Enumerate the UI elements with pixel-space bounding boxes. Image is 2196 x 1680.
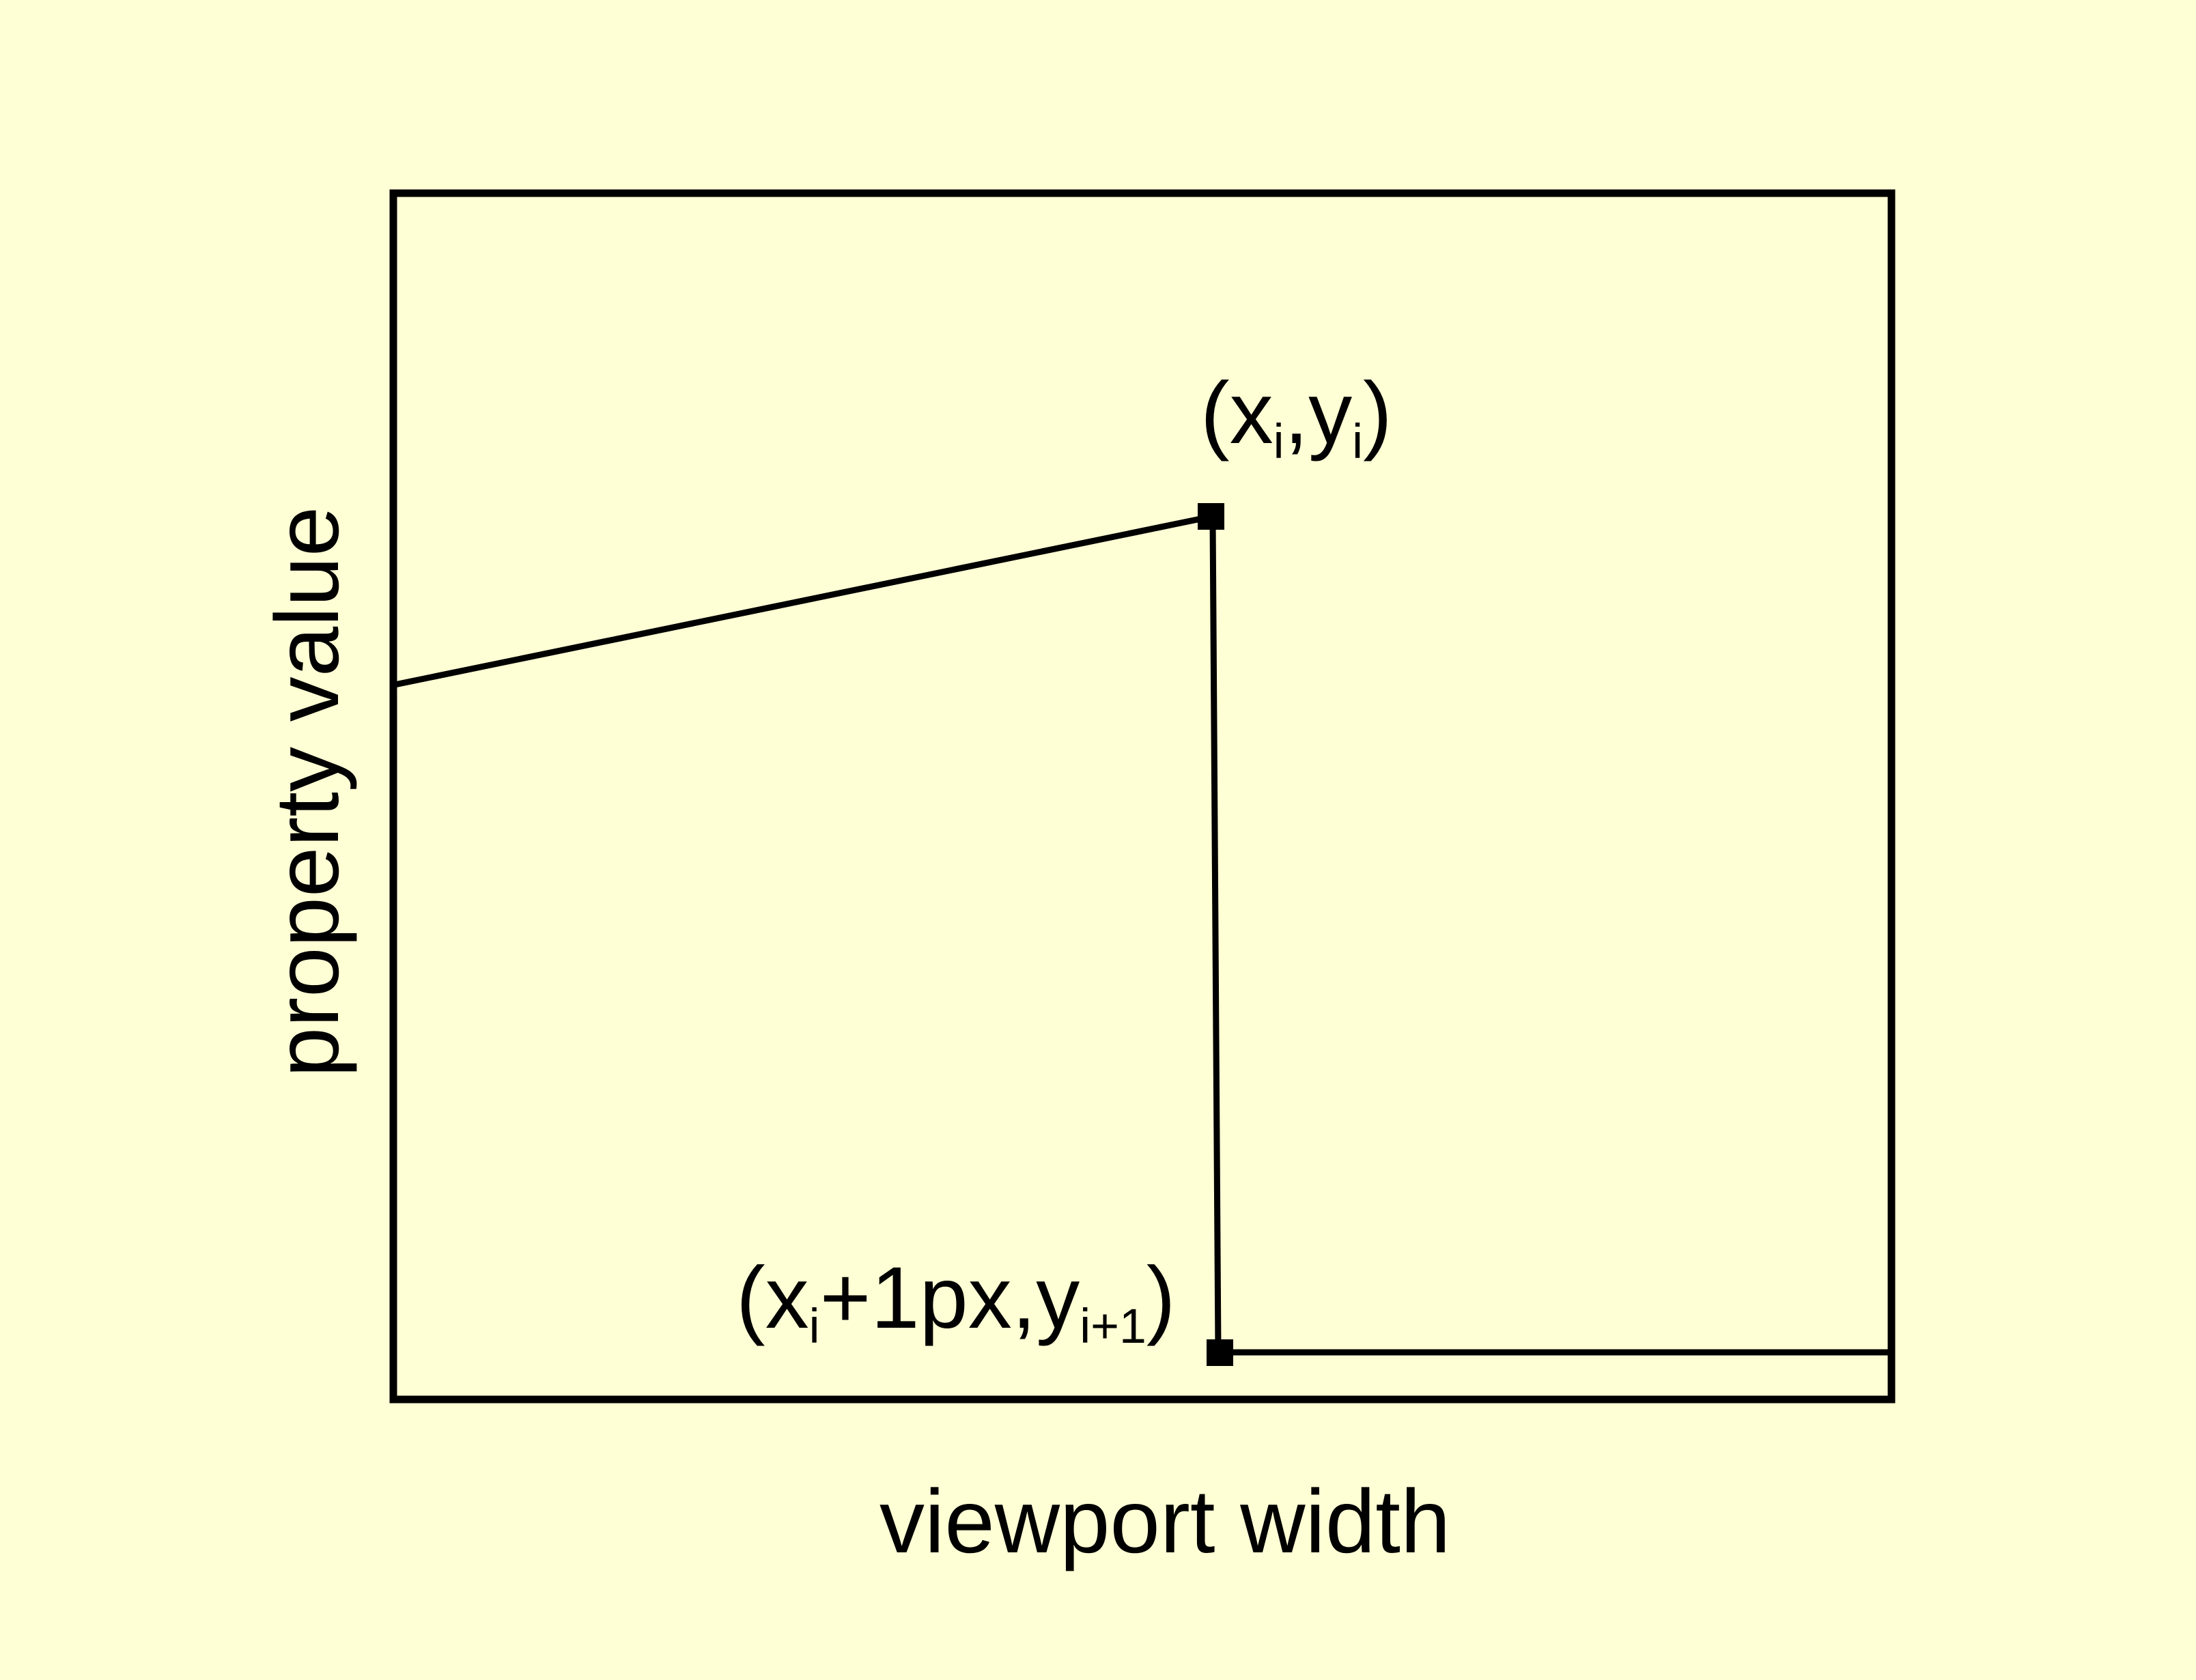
upper-point-label-sub1: i <box>1273 414 1284 469</box>
lower-point-label: (xi+1px,yi+1) <box>736 1255 1176 1351</box>
x-axis-title: viewport width <box>879 1471 1451 1571</box>
lower-point-label-sub2: i+1 <box>1080 1298 1146 1354</box>
upper-point-label: (xi,yi) <box>1200 370 1392 466</box>
lower-point-label-suffix: ) <box>1146 1249 1176 1347</box>
y-axis-title: property value <box>257 506 357 1078</box>
rising-ramp-line <box>394 513 1211 688</box>
upper-point-label-prefix: (x <box>1200 365 1273 462</box>
upper-point-label-mid: ,y <box>1284 365 1353 462</box>
plot-frame <box>389 189 1896 1404</box>
lower-point-marker <box>1207 1339 1233 1366</box>
lower-point-label-mid: +1px,y <box>819 1249 1080 1347</box>
upper-point-label-suffix: ) <box>1363 365 1392 462</box>
vertical-drop-line <box>1209 518 1222 1351</box>
lower-point-label-prefix: (x <box>736 1249 809 1347</box>
upper-point-label-sub2: i <box>1352 414 1364 469</box>
upper-point-marker <box>1198 503 1224 530</box>
lower-point-label-sub1: i <box>808 1298 820 1354</box>
